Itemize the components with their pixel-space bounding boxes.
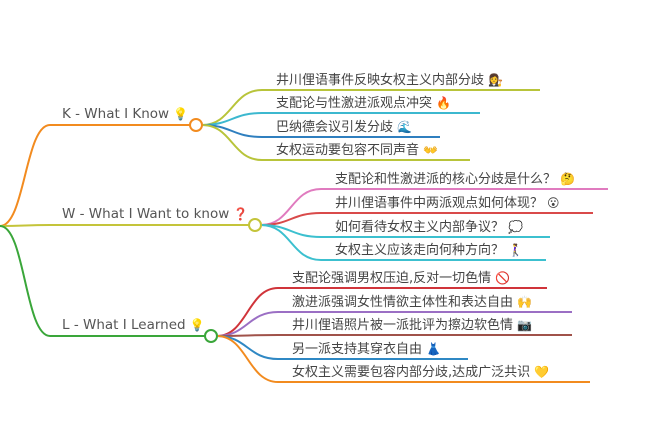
child-text: 另一派支持其穿衣自由: [292, 342, 423, 357]
branch-label[interactable]: L - What I Learned💡: [62, 317, 205, 333]
child-node[interactable]: 支配论和性激进派的核心分歧是什么？🤔: [335, 171, 575, 188]
emoji-icon: 🚫: [495, 271, 511, 285]
branch-line: [0, 225, 205, 337]
child-line: [216, 334, 572, 337]
child-text: 支配论与性激进派观点冲突: [276, 96, 433, 111]
child-line: [260, 224, 546, 261]
emoji-icon: 🔥: [436, 96, 451, 110]
emoji-icon: 🤔: [560, 172, 575, 186]
child-node[interactable]: 如何看待女权主义内部争议？💭: [335, 219, 523, 236]
child-node[interactable]: 女权主义需要包容内部分歧,达成广泛共识💛: [292, 364, 549, 381]
child-line: [216, 287, 547, 337]
child-text: 女权主义应该走向何种方向？: [335, 243, 505, 258]
child-node[interactable]: 支配论与性激进派观点冲突🔥: [276, 95, 451, 112]
emoji-icon: 💭: [508, 220, 523, 234]
emoji-icon: 💛: [534, 365, 550, 379]
emoji-icon: 🌊: [397, 120, 412, 134]
collapse-toggle[interactable]: [189, 118, 203, 132]
branch-label[interactable]: K - What I Know💡: [62, 106, 188, 122]
emoji-icon: 👗: [426, 342, 441, 356]
child-text: 女权主义需要包容内部分歧,达成广泛共识: [292, 365, 531, 380]
child-node[interactable]: 另一派支持其穿衣自由👗: [292, 341, 441, 358]
child-node[interactable]: 井川俚语事件中两派观点如何体现？😮: [335, 195, 560, 212]
emoji-icon: 😮: [547, 196, 560, 210]
child-line: [260, 188, 608, 226]
branch-line: [0, 124, 190, 227]
branch-icon: ❓: [233, 207, 249, 221]
child-text: 井川俚语照片被一派批评为擦边软色情: [292, 318, 514, 333]
child-node[interactable]: 女权运动要包容不同声音👐: [276, 142, 438, 159]
emoji-icon: 👐: [423, 143, 438, 157]
child-node[interactable]: 激进派强调女性情欲主体性和表达自由🙌: [292, 294, 532, 311]
child-text: 激进派强调女性情欲主体性和表达自由: [292, 295, 514, 310]
branch-icon: 💡: [189, 318, 205, 332]
branch-line: [0, 224, 249, 227]
branch-title: K - What I Know: [62, 106, 170, 122]
emoji-icon: 🙌: [517, 295, 532, 309]
child-node[interactable]: 井川俚语事件反映女权主义内部分歧👩‍⚖️: [276, 72, 503, 89]
child-node[interactable]: 井川俚语照片被一派批评为擦边软色情📷: [292, 317, 532, 334]
child-line: [201, 124, 470, 161]
child-node[interactable]: 巴纳德会议引发分歧🌊: [276, 119, 412, 136]
branch-title: W - What I Want to know: [62, 206, 230, 222]
child-node[interactable]: 女权主义应该走向何种方向？🚶‍♀️: [335, 242, 523, 259]
branch-icon: 💡: [173, 107, 189, 121]
child-line: [216, 335, 590, 383]
branch-label[interactable]: W - What I Want to know❓: [62, 206, 248, 222]
collapse-toggle[interactable]: [248, 218, 262, 232]
branch-title: L - What I Learned: [62, 317, 186, 333]
emoji-icon: 📷: [517, 318, 532, 332]
child-node[interactable]: 支配论强调男权压迫,反对一切色情🚫: [292, 270, 510, 287]
child-text: 井川俚语事件反映女权主义内部分歧: [276, 73, 485, 88]
child-text: 如何看待女权主义内部争议？: [335, 220, 505, 235]
collapse-toggle[interactable]: [204, 329, 218, 343]
child-text: 支配论和性激进派的核心分歧是什么？: [335, 172, 557, 187]
child-text: 井川俚语事件中两派观点如何体现？: [335, 196, 544, 211]
child-text: 支配论强调男权压迫,反对一切色情: [292, 271, 492, 286]
child-text: 女权运动要包容不同声音: [276, 143, 420, 158]
child-text: 巴纳德会议引发分歧: [276, 120, 394, 135]
emoji-icon: 🚶‍♀️: [508, 243, 523, 257]
emoji-icon: 👩‍⚖️: [488, 73, 503, 87]
